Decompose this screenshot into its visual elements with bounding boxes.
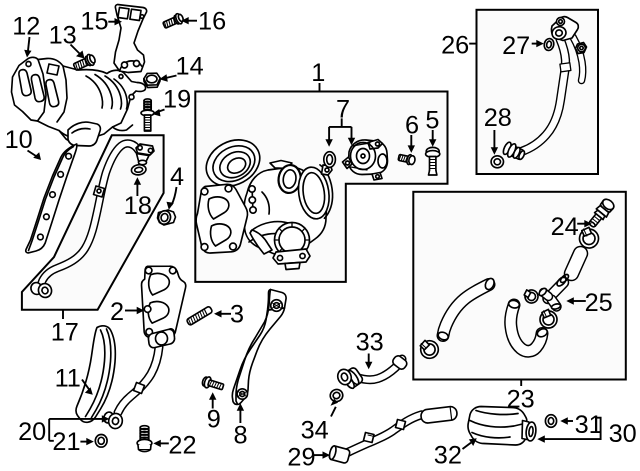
svg-text:29: 29 <box>287 444 315 471</box>
svg-text:30: 30 <box>609 420 637 448</box>
svg-text:28: 28 <box>484 104 512 132</box>
svg-text:21: 21 <box>52 428 80 456</box>
svg-text:25: 25 <box>585 289 613 317</box>
svg-text:31: 31 <box>575 411 603 439</box>
svg-text:9: 9 <box>207 405 221 433</box>
svg-text:22: 22 <box>168 432 196 460</box>
svg-text:17: 17 <box>51 319 79 347</box>
svg-text:7: 7 <box>336 95 350 123</box>
svg-text:3: 3 <box>230 301 244 329</box>
svg-text:33: 33 <box>356 329 384 357</box>
svg-text:4: 4 <box>170 163 184 191</box>
svg-text:11: 11 <box>55 365 81 393</box>
svg-text:5: 5 <box>425 107 439 135</box>
svg-text:19: 19 <box>163 86 191 114</box>
svg-text:26: 26 <box>441 32 469 60</box>
svg-text:34: 34 <box>301 417 329 445</box>
svg-text:6: 6 <box>405 112 419 140</box>
svg-text:14: 14 <box>176 52 204 80</box>
svg-text:18: 18 <box>124 192 152 220</box>
svg-text:15: 15 <box>80 7 108 35</box>
svg-text:1: 1 <box>311 59 325 87</box>
svg-text:16: 16 <box>198 8 226 36</box>
svg-text:32: 32 <box>434 441 462 469</box>
svg-text:24: 24 <box>551 213 579 241</box>
svg-text:20: 20 <box>18 418 46 446</box>
svg-text:13: 13 <box>49 21 77 49</box>
svg-text:2: 2 <box>110 298 124 326</box>
svg-text:27: 27 <box>502 32 530 60</box>
svg-text:12: 12 <box>12 12 40 40</box>
svg-text:23: 23 <box>507 386 535 414</box>
svg-text:8: 8 <box>234 421 248 449</box>
svg-text:10: 10 <box>5 126 33 154</box>
